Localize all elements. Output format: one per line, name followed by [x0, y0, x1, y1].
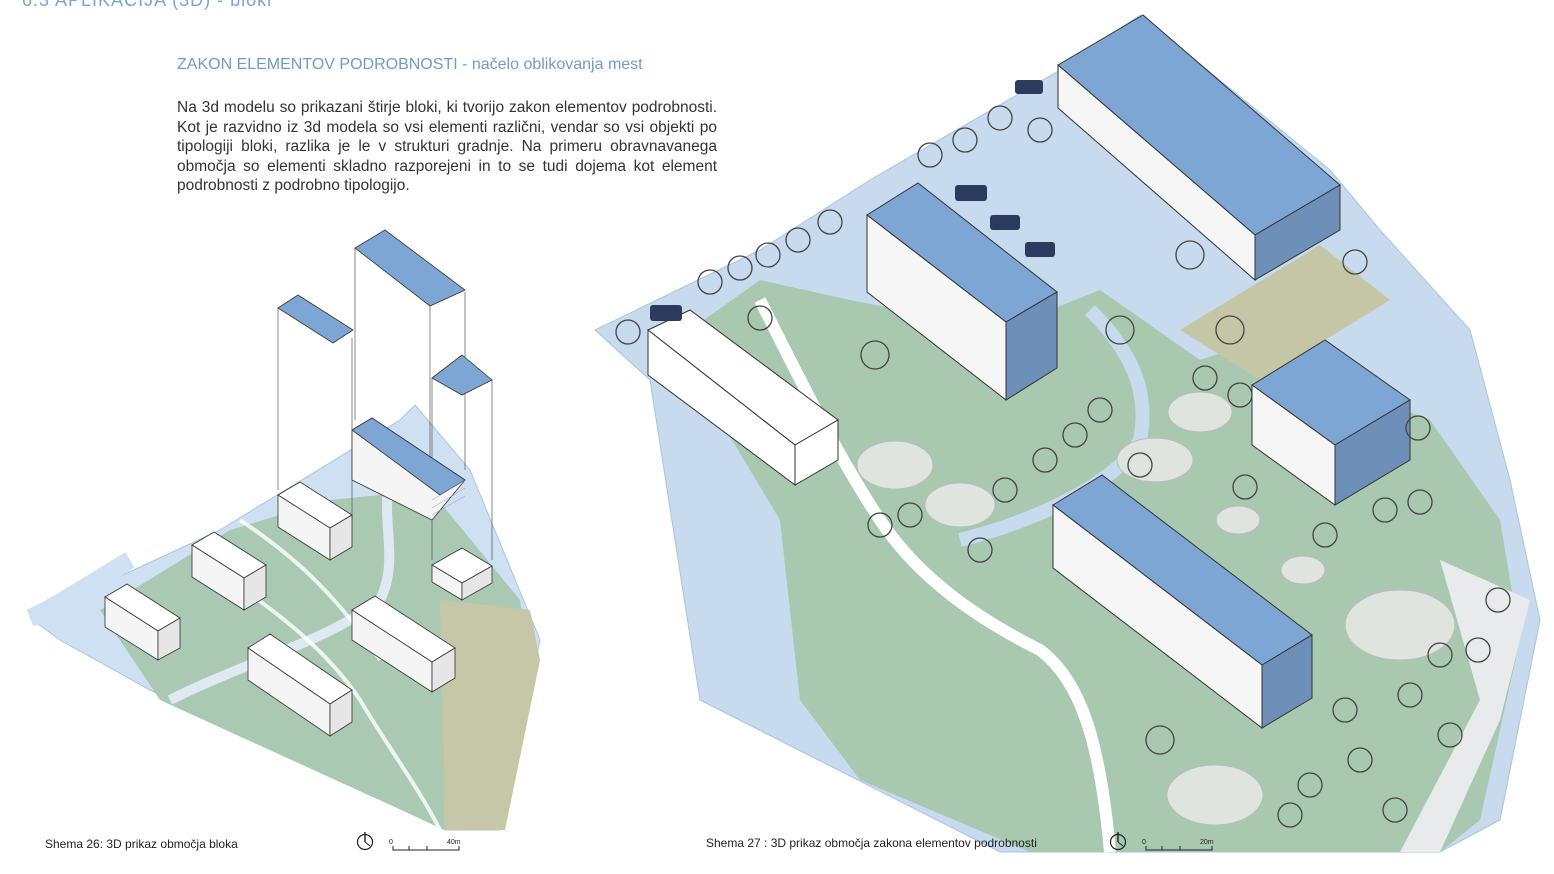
scheme27-strip — [1400, 560, 1530, 852]
scheme27-building-c — [1251, 339, 1411, 506]
playground-area — [1166, 764, 1264, 826]
north-arrow-icon — [1109, 832, 1127, 851]
scheme26-ground-olive — [440, 600, 540, 830]
playground-area — [1280, 555, 1326, 585]
description-paragraph: Na 3d modelu so prikazani štirje bloki, … — [177, 99, 717, 194]
scale-end-label: 20m — [1200, 839, 1214, 846]
trees — [615, 105, 1511, 828]
playground-area — [924, 482, 996, 528]
scheme26-roof — [277, 294, 354, 344]
scale-end-label: 40m — [447, 839, 461, 846]
scheme26-floor-lines — [431, 479, 466, 516]
scheme26-roof — [354, 229, 466, 307]
scheme26-block — [277, 481, 353, 561]
section-subtitle: ZAKON ELEMENTOV PODROBNOSTI - načelo obl… — [177, 56, 643, 73]
scheme27-building-d — [1052, 474, 1313, 730]
playground-area — [1167, 391, 1233, 433]
scheme26-block — [431, 547, 493, 601]
scheme27-ground-olive — [1180, 245, 1390, 380]
scheme26-block — [104, 583, 181, 661]
scheme-26-scalebar: 0 40m — [356, 832, 461, 851]
playground-area — [856, 440, 934, 490]
scheme-27-diagram — [594, 14, 1541, 853]
parked-cars — [650, 80, 1055, 321]
scheme27-building-a — [1057, 14, 1341, 282]
north-arrow-icon — [356, 832, 374, 851]
scheme-26-caption: Shema 26: 3D prikaz območja bloka — [45, 837, 238, 851]
scheme27-outline-building — [647, 309, 839, 486]
scheme26-block — [351, 595, 456, 693]
scheme-27-caption: Shema 27 : 3D prikaz območja zakona elem… — [706, 836, 1037, 850]
chapter-heading: 6.3 APLIKACIJA (3D) - bloki — [22, 0, 273, 10]
scheme26-block — [247, 633, 353, 737]
scheme26-block — [191, 531, 267, 611]
playground-area — [1215, 505, 1261, 535]
scheme26-roof — [431, 354, 493, 396]
scheme27-building-b — [866, 182, 1058, 402]
playground-area — [1116, 437, 1194, 483]
playground-area — [1344, 589, 1456, 661]
scale-start-label: 0 — [389, 839, 393, 846]
scale-start-label: 0 — [1142, 839, 1146, 846]
scheme26-road — [26, 552, 135, 627]
scheme-27-scalebar: 0 20m — [1109, 832, 1214, 851]
